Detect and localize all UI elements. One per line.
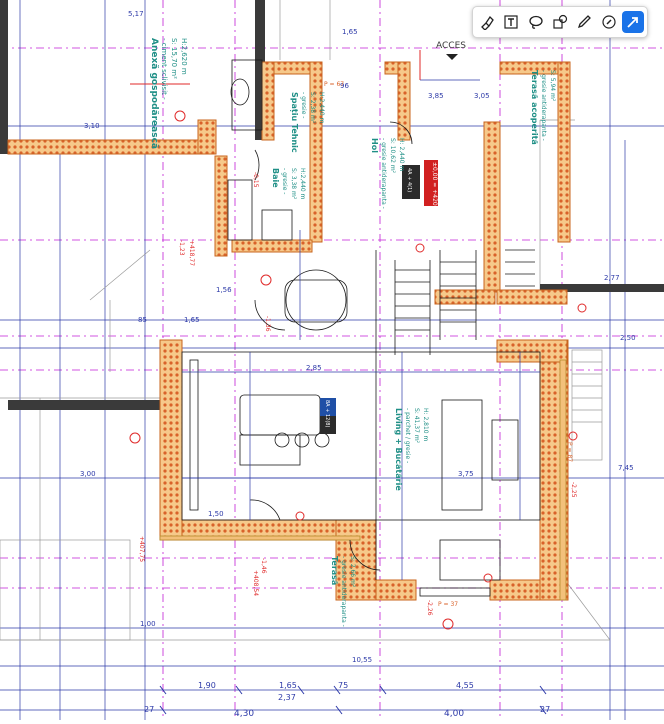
dim-text: 1,90 xyxy=(198,681,216,690)
dim-text: 27 xyxy=(540,705,550,714)
highlighter-icon[interactable] xyxy=(476,11,498,33)
dim-text: 96 xyxy=(340,82,349,90)
dim-text: 3,10 xyxy=(84,122,100,130)
dim-text: 2,37 xyxy=(278,693,296,702)
dim-text: 3,85 xyxy=(428,92,444,100)
elevation-texts: ±0,00 = +420,00 -0,15 -1,36 -2,25 -1,46 … xyxy=(138,162,577,616)
room-height-spatiu-tehnic: H:2,440 m xyxy=(318,92,325,124)
room-height-hol: H: 2,440 m xyxy=(398,138,405,172)
lasso-icon[interactable] xyxy=(525,11,547,33)
elevation-text: -0,15 xyxy=(252,172,259,188)
elevation-text: -1,46 xyxy=(260,558,267,574)
room-label-anexa: Anexă gospodărească xyxy=(149,38,159,149)
room-finish-baie: - gresie - xyxy=(281,168,288,194)
room-label-terasa-acoperita: Terasă acoperită xyxy=(530,70,539,145)
elevation-text: -1,36 xyxy=(264,316,271,332)
tag-text: 8A + 12(8) xyxy=(324,400,330,427)
room-label-hol: Hol xyxy=(370,138,379,153)
room-area-spatiu-tehnic: S: 2,38 m² xyxy=(309,92,316,124)
dim-text: 4,30 xyxy=(234,709,254,719)
elevation-tags xyxy=(320,160,438,434)
arrow-select-icon[interactable] xyxy=(621,11,644,33)
dim-text: 4,55 xyxy=(456,681,474,690)
room-area-hol: S: 10,62 m² xyxy=(389,138,396,174)
tag-texts: 8A + 12(8) 4A + 4(1) xyxy=(324,168,412,427)
elevation-text: ±0,00 = +420,00 xyxy=(431,162,438,215)
dim-text: 3,05 xyxy=(474,92,490,100)
dim-text: 27 xyxy=(144,705,154,714)
room-labels: Anexă gospodărească - ciment sclivisit -… xyxy=(149,38,556,627)
dim-text: 1,00 xyxy=(140,620,156,628)
room-finish-hol: - gresie antiderapanta - xyxy=(380,138,387,209)
room-area-baie: S: 3,38 m² xyxy=(290,168,297,200)
interior-lines xyxy=(181,59,541,597)
room-finish-terasa-acoperita: - gresie antiderapanta - xyxy=(540,70,547,141)
dim-text: 1,65 xyxy=(342,28,358,36)
dim-text: 7,45 xyxy=(618,464,634,472)
room-finish-anexa: - ciment sclivisit - xyxy=(160,38,168,100)
interior-dimension-lines xyxy=(182,79,540,580)
pen-icon[interactable] xyxy=(573,11,595,33)
dimension-texts: 5,17 1,65 3,10 96 85 1,65 3,85 3,05 2,77… xyxy=(80,10,636,719)
dim-text: 2,85 xyxy=(306,364,322,372)
room-height-baie: H:2,440 m xyxy=(299,168,306,200)
room-label-baie: Baie xyxy=(271,168,280,188)
dim-text: 4,00 xyxy=(444,709,464,719)
elevation-text: -2,25 xyxy=(570,482,577,498)
entrance-label: ACCES xyxy=(436,41,466,51)
dim-text: 2,50 xyxy=(620,334,636,342)
shapes-icon[interactable] xyxy=(549,11,571,33)
elevation-text: -1,23 xyxy=(178,240,185,256)
wall-finish xyxy=(159,359,567,601)
dim-text: 2,77 xyxy=(604,274,620,282)
parapet-texts: P = 87 P = 37 P = 67 xyxy=(324,81,573,608)
insulated-walls xyxy=(7,61,571,601)
level-markers xyxy=(129,50,587,630)
context-lines xyxy=(0,0,611,641)
dim-text: 85 xyxy=(138,316,147,324)
dim-text: 5,17 xyxy=(128,10,144,18)
room-finish-living: - parchet / gresie - xyxy=(404,408,411,463)
parapet-text: P = 87 xyxy=(566,442,573,462)
room-area-anexa: S: 15,70 m² xyxy=(170,38,178,79)
parapet-text: P = 37 xyxy=(438,601,458,608)
entrance-arrow-icon xyxy=(446,54,458,60)
dim-text: 75 xyxy=(338,681,348,690)
room-finish-terasa: - gresie antiderapanta - xyxy=(340,556,347,627)
tag-text: 4A + 4(1) xyxy=(406,168,412,192)
dim-text: 10,55 xyxy=(352,656,372,664)
room-area-terasa-acoperita: S: 5,94 m² xyxy=(549,70,556,102)
dim-text: 1,65 xyxy=(184,316,200,324)
room-label-living: Living + Bucătărie xyxy=(394,408,403,491)
dim-text: 3,75 xyxy=(458,470,474,478)
elevation-text: +408,54 xyxy=(252,570,259,596)
room-height-anexa: H:2,620 m xyxy=(180,38,188,75)
text-tool-icon[interactable] xyxy=(500,11,522,33)
elevation-text: -2,26 xyxy=(426,600,433,616)
room-finish-spatiu-tehnic: - gresie - xyxy=(300,92,307,118)
dim-text: 1,56 xyxy=(216,286,232,294)
room-area-terasa: S: 2,66 m² xyxy=(349,556,356,588)
room-height-living: H: 2,810 m xyxy=(422,408,429,442)
dim-text: 1,50 xyxy=(208,510,224,518)
room-area-living: S: 41,37 m² xyxy=(413,408,420,444)
dim-text: 3,00 xyxy=(80,470,96,478)
room-label-terasa: Terasă xyxy=(330,556,339,585)
marker-icon[interactable] xyxy=(598,11,620,33)
annotation-toolbar xyxy=(472,6,648,38)
room-label-spatiu-tehnic: Spațiu Tehnic xyxy=(289,92,299,153)
parapet-text: P = 67 xyxy=(324,81,344,88)
elevation-text: +418,77 xyxy=(188,240,195,266)
dim-text: 1,65 xyxy=(279,681,297,690)
elevation-text: +407,75 xyxy=(138,536,145,562)
